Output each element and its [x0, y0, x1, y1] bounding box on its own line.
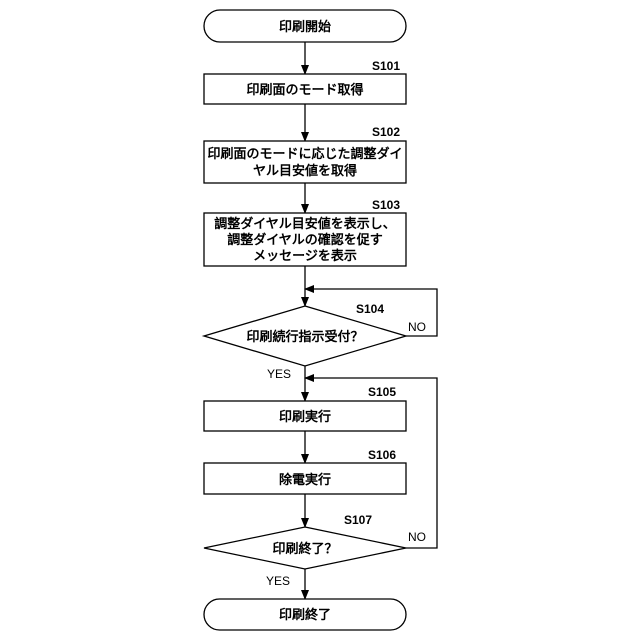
- decision-id-s104: S104: [356, 302, 384, 316]
- step-text-s103-line2: 調整ダイヤルの確認を促す: [227, 232, 383, 248]
- step-id-s103: S103: [372, 198, 400, 212]
- step-text-s102-line1: 印刷面のモードに応じた調整ダイ: [207, 146, 402, 162]
- step-id-s102: S102: [372, 125, 400, 139]
- branch-label-s107-no: NO: [408, 530, 426, 544]
- step-text-s106: 除電実行: [279, 472, 331, 488]
- end-label: 印刷終了: [279, 607, 331, 623]
- decision-text-s107: 印刷終了？: [272, 541, 337, 557]
- branch-label-s104-no: NO: [408, 320, 426, 334]
- step-id-s105: S105: [368, 385, 396, 399]
- step-text-s103-line1: 調整ダイヤル目安値を表示し、: [214, 216, 396, 232]
- decision-s104: S104 印刷続行指示受付？: [204, 302, 406, 366]
- decision-text-s104: 印刷続行指示受付？: [246, 329, 363, 345]
- step-id-s101: S101: [372, 59, 400, 73]
- decision-id-s107: S107: [344, 513, 372, 527]
- start-label: 印刷開始: [279, 19, 331, 35]
- end-terminal: 印刷終了: [204, 599, 406, 630]
- branch-label-s107-yes: YES: [266, 574, 290, 588]
- step-id-s106: S106: [368, 448, 396, 462]
- start-terminal: 印刷開始: [204, 10, 406, 42]
- step-text-s102-line2: ヤル目安値を取得: [253, 163, 357, 179]
- step-text-s101: 印刷面のモード取得: [246, 82, 363, 98]
- branch-label-s104-yes: YES: [267, 367, 291, 381]
- step-text-s103-line3: メッセージを表示: [253, 248, 357, 264]
- step-text-s105: 印刷実行: [279, 409, 331, 425]
